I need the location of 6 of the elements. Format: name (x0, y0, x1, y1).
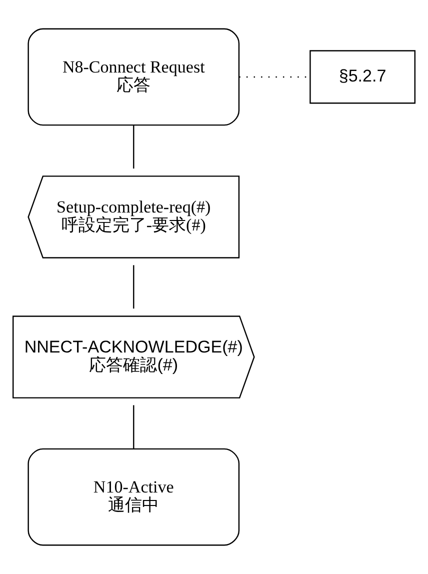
node-box: §5.2.7 (310, 50, 416, 104)
node-box: N8-Connect Request 応答 (28, 28, 240, 126)
connector (133, 125, 134, 169)
connector (133, 265, 134, 309)
connector (133, 405, 134, 449)
node-box: N10-Active 通信中 (28, 448, 240, 546)
